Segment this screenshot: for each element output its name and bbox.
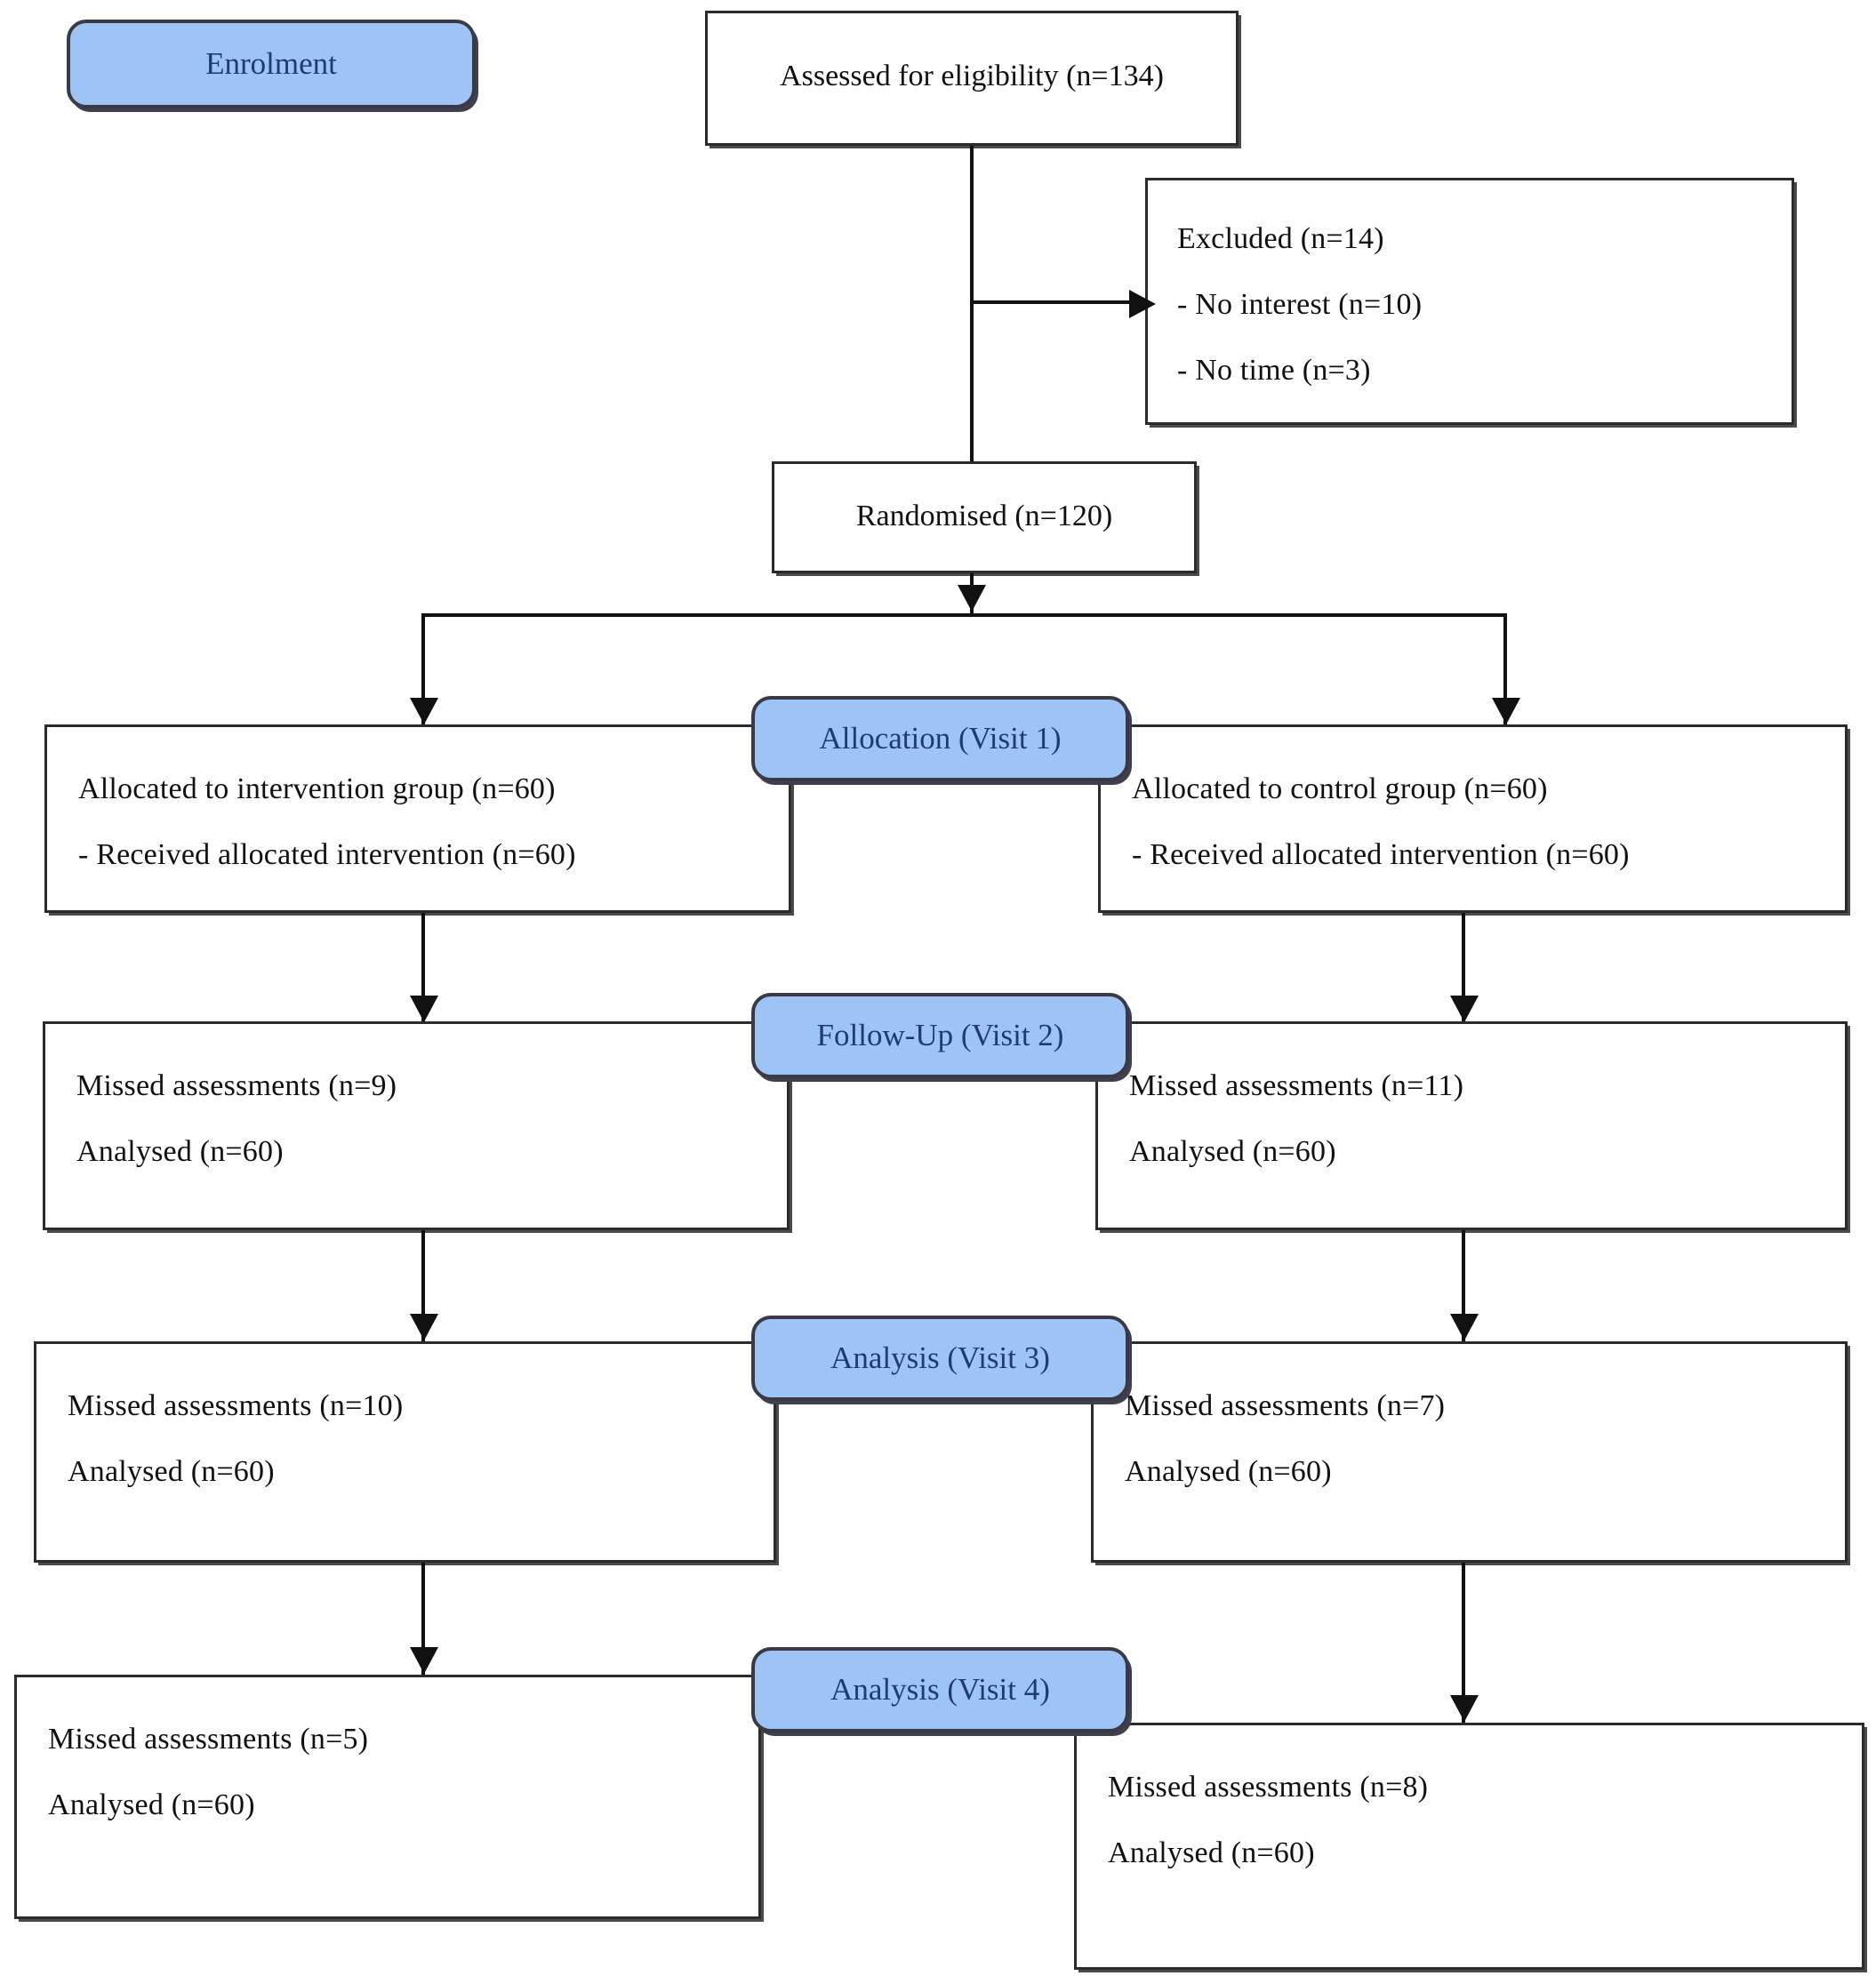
arrow-fu-to-a3-right — [1450, 1314, 1479, 1340]
excluded-reason-no-interest: - No interest (n=10) — [1177, 288, 1423, 321]
arrow-alloc-to-fu-left — [410, 996, 438, 1022]
analysis3-intervention-missed: Missed assessments (n=10) — [68, 1389, 404, 1422]
assessed-text: Assessed for eligibility (n=134) — [780, 60, 1164, 92]
stage-banner-allocation: Allocation (Visit 1) — [751, 696, 1129, 781]
followup-intervention-missed: Missed assessments (n=9) — [76, 1069, 397, 1102]
allocation-control-received: - Received allocated intervention (n=60) — [1132, 838, 1630, 871]
analysis3-control-missed: Missed assessments (n=7) — [1125, 1389, 1446, 1422]
stage-label-analysis-visit4: Analysis (Visit 4) — [830, 1672, 1050, 1707]
arrow-a3-to-a4-left — [410, 1647, 438, 1674]
analysis4-control-missed: Missed assessments (n=8) — [1108, 1771, 1429, 1804]
connector-a3-to-a4-right — [1462, 1563, 1465, 1723]
arrow-alloc-to-fu-right — [1450, 996, 1479, 1022]
box-followup-intervention: Missed assessments (n=9) Analysed (n=60) — [43, 1021, 790, 1230]
stage-banner-follow-up: Follow-Up (Visit 2) — [751, 993, 1129, 1078]
analysis4-control-analysed: Analysed (n=60) — [1108, 1836, 1315, 1869]
box-assessed-for-eligibility: Assessed for eligibility (n=134) — [705, 11, 1239, 146]
connector-split-bar — [421, 613, 1507, 617]
box-followup-control: Missed assessments (n=11) Analysed (n=60… — [1095, 1021, 1848, 1230]
followup-control-missed: Missed assessments (n=11) — [1129, 1069, 1464, 1102]
arrow-to-excluded — [1129, 290, 1156, 318]
arrow-split-right — [1492, 698, 1520, 724]
allocation-intervention-received: - Received allocated intervention (n=60) — [78, 838, 576, 871]
analysis4-intervention-missed: Missed assessments (n=5) — [48, 1723, 369, 1756]
connector-a3-to-a4-left — [421, 1563, 425, 1675]
box-analysis4-intervention: Missed assessments (n=5) Analysed (n=60) — [14, 1675, 761, 1919]
analysis4-intervention-analysed: Analysed (n=60) — [48, 1788, 255, 1821]
stage-label-enrolment: Enrolment — [205, 46, 337, 81]
box-analysis4-control: Missed assessments (n=8) Analysed (n=60) — [1074, 1723, 1864, 1970]
connector-fu-to-a3-right — [1462, 1230, 1465, 1341]
analysis3-intervention-analysed: Analysed (n=60) — [68, 1455, 275, 1488]
arrow-a3-to-a4-right — [1450, 1695, 1479, 1722]
stage-label-follow-up: Follow-Up (Visit 2) — [816, 1018, 1064, 1052]
followup-control-analysed: Analysed (n=60) — [1129, 1135, 1336, 1168]
stage-label-allocation: Allocation (Visit 1) — [819, 721, 1062, 756]
box-analysis3-intervention: Missed assessments (n=10) Analysed (n=60… — [34, 1341, 776, 1563]
connector-split-left-leg — [421, 613, 425, 724]
stage-banner-enrolment: Enrolment — [67, 20, 476, 108]
followup-intervention-analysed: Analysed (n=60) — [76, 1135, 284, 1168]
box-randomised: Randomised (n=120) — [772, 461, 1197, 573]
stage-banner-analysis-visit3: Analysis (Visit 3) — [751, 1316, 1129, 1401]
arrow-randomised-split — [958, 585, 986, 612]
box-allocation-intervention: Allocated to intervention group (n=60) -… — [44, 724, 791, 913]
box-excluded: Excluded (n=14) - No interest (n=10) - N… — [1145, 178, 1794, 425]
box-allocation-control: Allocated to control group (n=60) - Rece… — [1098, 724, 1848, 913]
analysis3-control-analysed: Analysed (n=60) — [1125, 1455, 1332, 1488]
allocation-control-allocated: Allocated to control group (n=60) — [1132, 772, 1548, 805]
arrow-fu-to-a3-left — [410, 1314, 438, 1340]
stage-banner-analysis-visit4: Analysis (Visit 4) — [751, 1647, 1129, 1732]
connector-split-right-leg — [1503, 613, 1507, 724]
allocation-intervention-allocated: Allocated to intervention group (n=60) — [78, 772, 556, 805]
connector-alloc-to-fu-left — [421, 913, 425, 1021]
connector-fu-to-a3-left — [421, 1230, 425, 1341]
stage-label-analysis-visit3: Analysis (Visit 3) — [830, 1340, 1050, 1375]
arrow-split-left — [410, 698, 438, 724]
randomised-text: Randomised (n=120) — [855, 500, 1113, 532]
connector-to-excluded — [970, 300, 1134, 304]
excluded-reason-no-time: - No time (n=3) — [1177, 354, 1371, 387]
box-analysis3-control: Missed assessments (n=7) Analysed (n=60) — [1091, 1341, 1848, 1563]
connector-alloc-to-fu-right — [1462, 913, 1465, 1021]
excluded-header: Excluded (n=14) — [1177, 222, 1384, 255]
